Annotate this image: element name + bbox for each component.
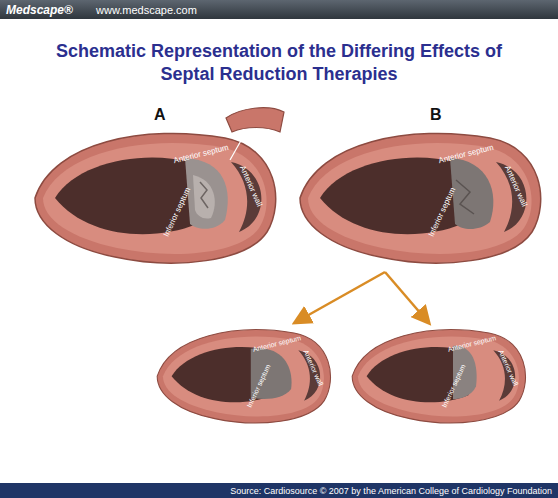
brand: Medscape®	[6, 3, 73, 17]
header-bar	[0, 0, 558, 19]
source-caption: Source: Cardiosource © 2007 by the Ameri…	[230, 485, 552, 497]
footer-bar	[0, 483, 558, 498]
heart-a	[35, 130, 276, 263]
title: Schematic Representation of the Differin…	[40, 40, 518, 86]
heart-result-left	[157, 330, 330, 423]
resected-fragment	[226, 108, 284, 132]
heart-b	[300, 133, 541, 263]
arrow	[385, 272, 428, 322]
url: www.medscape.com	[96, 4, 197, 17]
panel-letter: A	[154, 106, 166, 124]
panel-letter: B	[430, 106, 442, 124]
heart-result-right	[352, 330, 525, 423]
arrow	[296, 272, 385, 322]
